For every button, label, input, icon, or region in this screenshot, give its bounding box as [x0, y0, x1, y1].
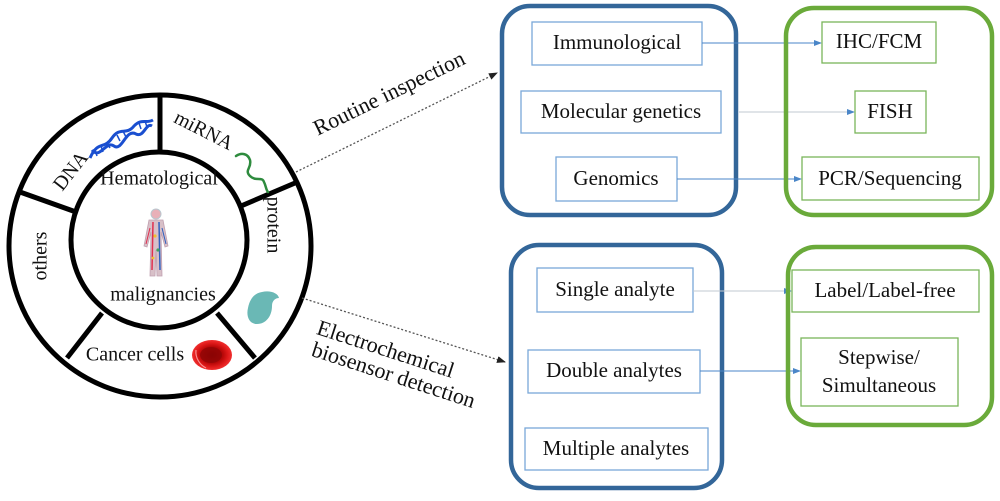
technique-label: Label/Label-free: [814, 278, 955, 302]
spoke-cancer-others: [65, 311, 104, 360]
routine-techniques-group: IHC/FCM FISH PCR/Sequencing: [783, 5, 995, 218]
technique-label: PCR/Sequencing: [818, 166, 962, 190]
electrochemical-connectors: [693, 288, 801, 374]
method-box-immunological: Immunological: [531, 21, 703, 66]
dna-helix-icon: [88, 118, 154, 159]
routine-inspection-path: Routine inspection: [295, 45, 498, 173]
electrochemical-techniques-border: [785, 244, 995, 428]
technique-box-stepwise-simultaneous: Stepwise/ Simultaneous: [800, 337, 959, 407]
technique-box-label-free: Label/Label-free: [791, 269, 980, 313]
center-hub: Hematological malignancies: [100, 168, 218, 306]
red-blood-cell-icon: [192, 340, 232, 370]
outer-circle: [6, 92, 314, 400]
electrochemical-methods-group: Single analyte Double analytes Multiple …: [508, 242, 725, 491]
method-label: Multiple analytes: [543, 436, 689, 460]
technique-box-ihc-fcm: IHC/FCM: [821, 21, 937, 64]
spoke-mirna-protein: [240, 180, 296, 209]
ring-label-protein: protein: [262, 197, 284, 254]
ring-segment-protein: protein: [247, 197, 284, 324]
technique-label-line1: Stepwise/: [838, 345, 920, 369]
center-title-line2: malignancies: [110, 284, 216, 306]
protein-blob-icon: [247, 291, 279, 324]
ring-segment-cancer-cells: Cancer cells: [86, 340, 232, 370]
method-box-genomics: Genomics: [555, 156, 678, 202]
mirna-strand-icon: [234, 152, 270, 194]
technique-box-pcr-sequencing: PCR/Sequencing: [801, 156, 980, 201]
method-box-single-analyte: Single analyte: [536, 267, 694, 313]
method-label: Single analyte: [555, 277, 675, 301]
ring-label-others: others: [30, 231, 52, 280]
center-title-line1: Hematological: [100, 168, 218, 190]
spoke-protein-cancer: [215, 311, 257, 360]
technique-label-line2: Simultaneous: [822, 373, 936, 397]
technique-box-fish: FISH: [854, 90, 927, 134]
routine-label: Routine inspection: [309, 45, 469, 140]
method-box-multiple-analytes: Multiple analytes: [524, 427, 709, 471]
routine-methods-border: [499, 3, 739, 218]
electrochemical-arrow: [301, 297, 506, 363]
human-body-icon: [143, 208, 169, 277]
routine-methods-group: Immunological Molecular genetics Genomic…: [499, 3, 739, 218]
routine-techniques-border: [783, 5, 995, 218]
technique-label: FISH: [867, 99, 913, 123]
ring-segment-others: others: [30, 231, 52, 280]
method-box-double-analytes: Double analytes: [527, 349, 701, 394]
ring-label-cancer-cells: Cancer cells: [86, 344, 184, 366]
electrochemical-techniques-group: Label/Label-free Stepwise/ Simultaneous: [785, 244, 995, 428]
spoke-others-dna: [19, 189, 77, 215]
electrochemical-methods-border: [508, 242, 725, 491]
biomarker-ring: DNA miRNA protein: [6, 92, 314, 400]
technique-label: IHC/FCM: [836, 29, 923, 53]
method-label: Double analytes: [546, 358, 682, 382]
ring-label-mirna: miRNA: [170, 107, 237, 156]
method-label: Molecular genetics: [541, 99, 701, 123]
routine-arrow: [295, 72, 498, 173]
method-box-molecular-genetics: Molecular genetics: [520, 90, 722, 134]
electrochemical-path: Electrochemical biosensor detection: [301, 297, 506, 413]
routine-connectors: [677, 40, 855, 182]
method-label: Genomics: [573, 166, 658, 190]
method-label: Immunological: [553, 30, 681, 54]
